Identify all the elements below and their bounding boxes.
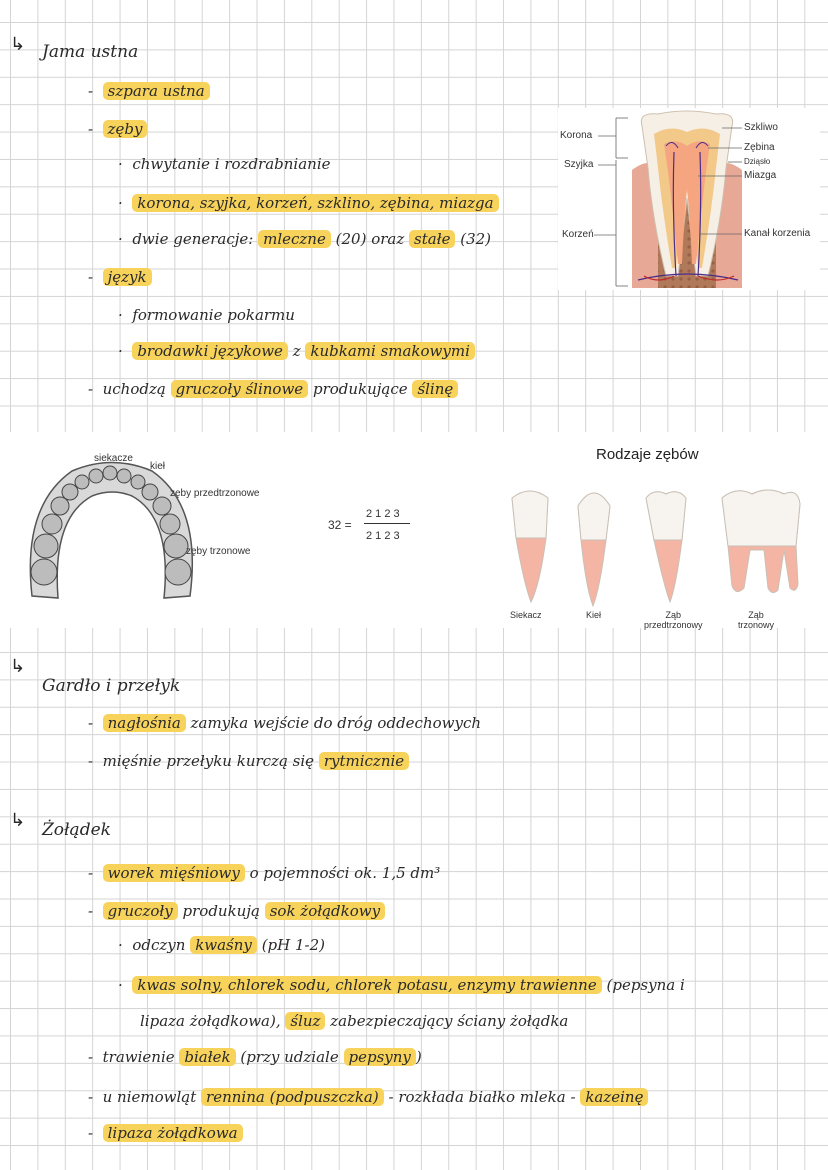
label-korzen: Korzeń: [562, 229, 594, 240]
note-line: - u niemowląt rennina (podpuszczka) - ro…: [88, 1086, 649, 1108]
teeth-illustration-strip: siekacze kieł zęby przedtrzonowe zęby tr…: [0, 432, 828, 630]
tooth-types-title: Rodzaje zębów: [596, 446, 699, 463]
heading-gardlo-przelyk: Gardło i przełyk: [42, 676, 181, 696]
note-line: - zęby: [88, 118, 148, 140]
label-zebina: Zębina: [744, 142, 775, 153]
section-arrow-icon: ↳: [10, 810, 26, 831]
note-line: - nagłośnia zamyka wejście do dróg oddec…: [88, 714, 482, 732]
note-line: - gruczoły produkują sok żołądkowy: [88, 900, 386, 922]
formula-prefix: 32 =: [328, 518, 352, 532]
note-line: - uchodzą gruczoły ślinowe produkujące ś…: [88, 378, 459, 400]
formula-top: 2 1 2 3: [366, 508, 400, 520]
label-kanal-korzenia: Kanał korzenia: [744, 228, 811, 239]
label-szkliwo: Szkliwo: [744, 122, 778, 133]
section-arrow-icon: ↳: [10, 34, 26, 55]
label-kiel: kieł: [150, 461, 166, 472]
note-line: · dwie generacje: mleczne (20) oraz stał…: [118, 230, 492, 248]
note-line: - szpara ustna: [88, 80, 210, 102]
heading-jama-ustna: Jama ustna: [42, 42, 139, 62]
label-dziaslo: Dziąsło: [744, 157, 771, 166]
label-miazga: Miazga: [744, 170, 777, 181]
heading-zoladek: Żołądek: [42, 820, 111, 840]
label-zab-trzonowy: Ząb trzonowy: [738, 610, 775, 630]
note-line: · odczyn kwaśny (pH 1-2): [118, 936, 325, 954]
note-line: · korona, szyjka, korzeń, szklino, zębin…: [118, 192, 499, 214]
formula-divider: [364, 523, 410, 524]
note-line: · kwas solny, chlorek sodu, chlorek pota…: [118, 976, 685, 994]
label-szyjka: Szyjka: [564, 159, 594, 170]
formula-bottom: 2 1 2 3: [366, 530, 400, 542]
label-zeby-trzonowe: zęby trzonowe: [186, 546, 251, 557]
note-line: lipaza żołądkowa), śluz zabezpieczający …: [140, 1012, 569, 1030]
note-line: - trawienie białek (przy udziale pepsyny…: [88, 1048, 422, 1066]
note-line: - lipaza żołądkowa: [88, 1122, 243, 1144]
jaw-arch-image: [29, 461, 193, 599]
note-line: - język: [88, 266, 152, 288]
note-line: · brodawki językowe z kubkami smakowymi: [118, 340, 475, 362]
tooth-types-image: [511, 489, 801, 608]
label-zab-przedtrzonowy: Ząb przedtrzonowy: [644, 610, 703, 630]
label-siekacze: siekacze: [94, 453, 133, 464]
tooth-cross-section-image: [594, 110, 742, 288]
note-line: - mięśnie przełyku kurczą się rytmicznie: [88, 750, 410, 772]
tooth-anatomy-diagram: Korona Szyjka Korzeń Szkliwo Zębina Dzią…: [558, 108, 820, 290]
note-line: · chwytanie i rozdrabnianie: [118, 155, 331, 173]
note-line: · formowanie pokarmu: [118, 306, 295, 324]
section-arrow-icon: ↳: [10, 656, 26, 677]
label-korona: Korona: [560, 130, 593, 141]
note-line: - worek mięśniowy o pojemności ok. 1,5 d…: [88, 864, 441, 882]
label-kiel-type: Kieł: [586, 610, 602, 620]
label-zeby-przedtrzonowe: zęby przedtrzonowe: [170, 488, 260, 499]
label-siekacz: Siekacz: [510, 610, 542, 620]
